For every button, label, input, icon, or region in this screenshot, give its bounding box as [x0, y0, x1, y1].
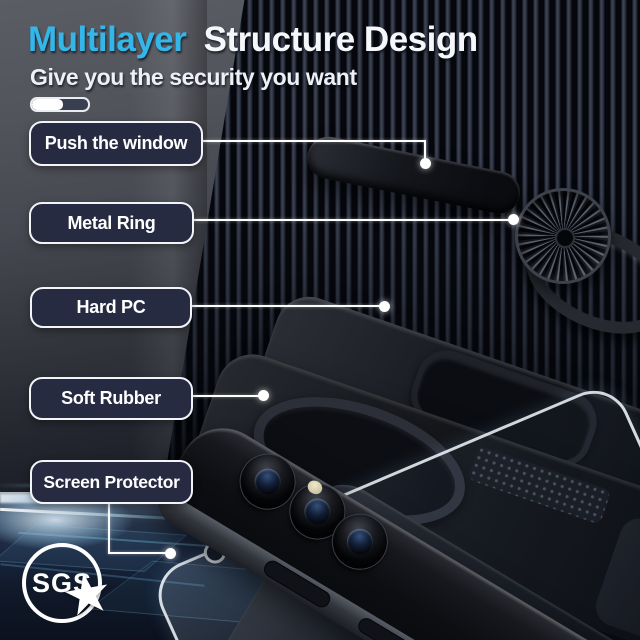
- progress-fill: [32, 99, 63, 110]
- callout-label-metal-ring: Metal Ring: [29, 202, 194, 244]
- callout-dot: [379, 301, 390, 312]
- callout-label-screen-protector: Screen Protector: [30, 460, 193, 504]
- power-button: [355, 615, 414, 640]
- metal-ring-plate: [515, 188, 611, 284]
- callout-dot: [508, 214, 519, 225]
- callout-line: [188, 305, 383, 307]
- star-icon: ★: [56, 558, 118, 629]
- callout-line: [190, 219, 512, 221]
- callout-line: [109, 552, 169, 554]
- callout-dot: [258, 390, 269, 401]
- callout-line: [199, 140, 426, 142]
- page-title: Multilayer Structure Design: [28, 20, 478, 60]
- sgs-label: SGS: [31, 567, 93, 598]
- subtitle: Give you the security you want: [30, 64, 357, 90]
- title-rest: Structure Design: [203, 20, 479, 59]
- callout-label-push-window: Push the window: [29, 121, 203, 166]
- callout-line: [108, 500, 110, 554]
- callout-label-hard-pc: Hard PC: [30, 287, 192, 328]
- callout-dot: [165, 548, 176, 559]
- callout-dot: [420, 158, 431, 169]
- title-highlight: Multilayer: [28, 20, 187, 59]
- callout-line: [189, 395, 262, 397]
- decorative-progress-bar: [30, 97, 90, 112]
- callout-label-soft-rubber: Soft Rubber: [29, 377, 193, 420]
- sgs-badge: SGS: [22, 543, 102, 623]
- callout-line: [424, 141, 426, 161]
